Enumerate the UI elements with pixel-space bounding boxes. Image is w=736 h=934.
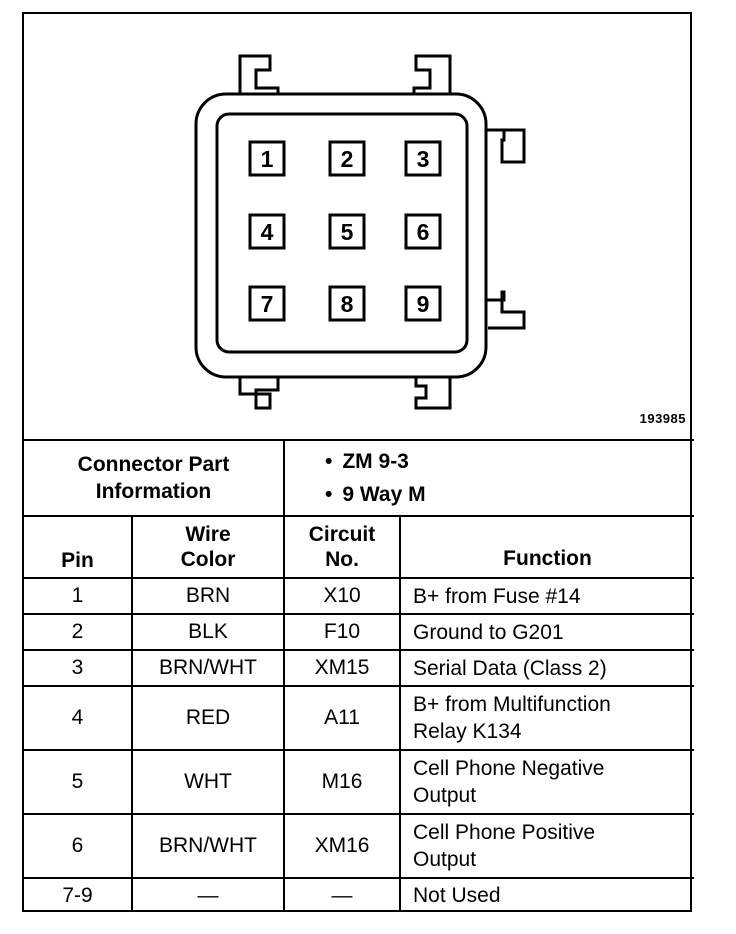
table-row: 5 WHT M16 Cell Phone Negative Output <box>24 749 695 815</box>
pin-label-9: 9 <box>416 291 430 317</box>
part-info-bullet: •ZM 9-3 <box>325 450 409 473</box>
diagram-frame: 1 2 3 4 5 6 7 8 9 193985 Connector Part … <box>22 12 695 912</box>
part-info-label: Connector Part Information <box>24 439 285 517</box>
header-circuit: Circuit No. <box>283 515 401 579</box>
latch-top-right <box>412 54 452 106</box>
pin-label-2: 2 <box>340 146 354 172</box>
pin-label-1: 1 <box>260 146 274 172</box>
header-pin: Pin <box>24 515 133 579</box>
latch-top-left <box>238 54 280 106</box>
table-row: 2 BLK F10 Ground to G201 <box>24 613 695 651</box>
table-row: 4 RED A11 B+ from Multifunction Relay K1… <box>24 685 695 751</box>
latch-bottom-right <box>414 366 452 410</box>
pin-label-4: 4 <box>260 219 274 245</box>
pin-label-8: 8 <box>340 291 354 317</box>
pin-label-5: 5 <box>340 219 354 245</box>
part-info-values: •ZM 9-3 •9 Way M <box>282 439 695 517</box>
pin-label-6: 6 <box>416 219 430 245</box>
table-row: 1 BRN X10 B+ from Fuse #14 <box>24 577 695 615</box>
latch-bottom-left <box>238 366 280 410</box>
pin-label-7: 7 <box>260 291 274 317</box>
figure-id: 193985 <box>639 411 686 426</box>
connector-inner-body <box>215 112 469 354</box>
connector-outer-body <box>194 92 488 379</box>
part-info-row: Connector Part Information •ZM 9-3 •9 Wa… <box>24 439 695 517</box>
header-function: Function <box>398 515 695 579</box>
table-row: 6 BRN/WHT XM16 Cell Phone Positive Outpu… <box>24 813 695 879</box>
latch-right-bottom <box>484 290 526 330</box>
header-wire-color: Wire Color <box>131 515 285 579</box>
table-header-row: Pin Wire Color Circuit No. Function <box>24 515 695 579</box>
latch-right-top <box>484 128 526 164</box>
part-info-bullet: •9 Way M <box>325 483 426 506</box>
table-row: 7-9 — — Not Used <box>24 877 695 912</box>
connector-table: Connector Part Information •ZM 9-3 •9 Wa… <box>24 439 695 912</box>
connector-drawing <box>194 54 526 410</box>
pin-label-3: 3 <box>416 146 430 172</box>
table-row: 3 BRN/WHT XM15 Serial Data (Class 2) <box>24 649 695 687</box>
connector-diagram: 1 2 3 4 5 6 7 8 9 193985 <box>24 14 694 439</box>
